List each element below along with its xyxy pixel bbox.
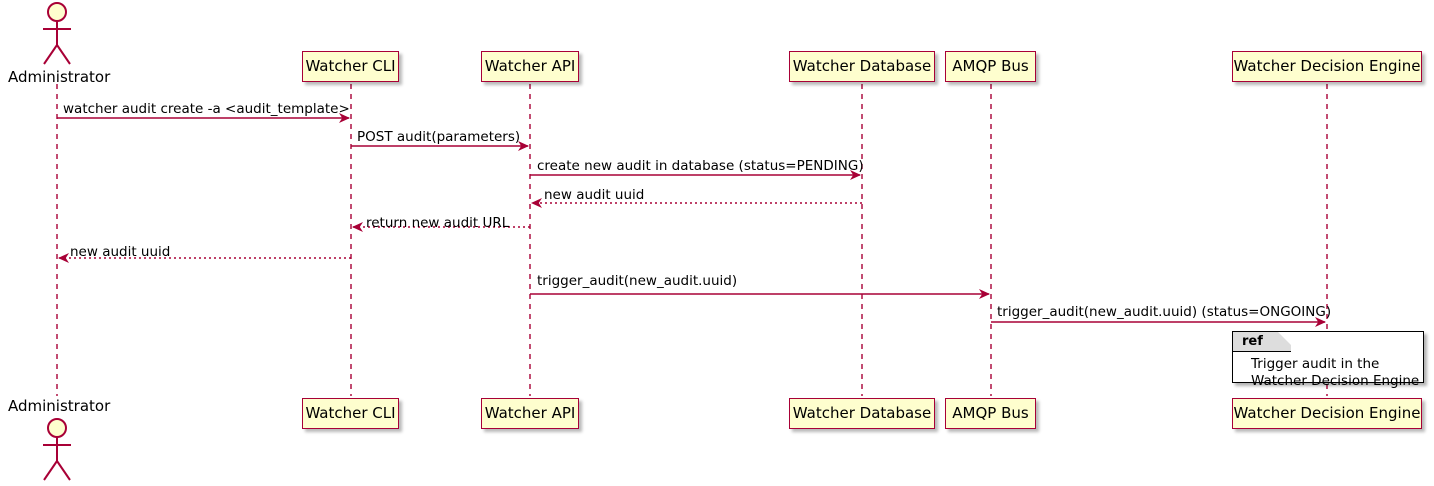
actor-label-Administrator-bottom: Administrator bbox=[8, 397, 111, 415]
ref-body-line: Trigger audit in the bbox=[1251, 356, 1380, 372]
message-label-m7: trigger_audit(new_audit.uuid) bbox=[537, 273, 738, 289]
actor-figure-Administrator-top bbox=[43, 2, 71, 65]
message-label-m8: trigger_audit(new_audit.uuid) (status=ON… bbox=[997, 304, 1332, 320]
participant-label: Watcher API bbox=[484, 57, 576, 75]
ref-body-line: Watcher Decision Engine bbox=[1251, 373, 1420, 389]
message-arrows-group bbox=[57, 113, 1326, 327]
participant-label: Watcher Decision Engine bbox=[1233, 404, 1421, 422]
message-label-m4: new audit uuid bbox=[544, 187, 645, 203]
actor-head bbox=[47, 2, 67, 22]
participant-watcher-decision-engine-bottom[interactable]: Watcher Decision Engine bbox=[1232, 398, 1422, 429]
ref-tab-label: ref bbox=[1242, 334, 1263, 349]
participant-watcher-decision-engine-top[interactable]: Watcher Decision Engine bbox=[1232, 51, 1422, 82]
participant-amqp-bus-top[interactable]: AMQP Bus bbox=[945, 51, 1036, 82]
message-label-m1: watcher audit create -a <audit_template> bbox=[63, 101, 350, 117]
participant-watcher-api-bottom[interactable]: Watcher API bbox=[481, 398, 579, 429]
message-label-m5: return new audit URL bbox=[366, 215, 510, 231]
actor-leg-right bbox=[56, 460, 71, 481]
message-label-m6: new audit uuid bbox=[70, 244, 171, 260]
participant-label: AMQP Bus bbox=[952, 57, 1029, 75]
participant-watcher-cli-bottom[interactable]: Watcher CLI bbox=[302, 398, 399, 429]
actor-leg-left bbox=[43, 44, 58, 65]
participant-label: Watcher Database bbox=[792, 404, 932, 422]
participant-label: Watcher Decision Engine bbox=[1233, 57, 1421, 75]
actor-figure-Administrator-bottom bbox=[43, 418, 71, 481]
participant-watcher-database-top[interactable]: Watcher Database bbox=[789, 51, 935, 82]
participant-amqp-bus-bottom[interactable]: AMQP Bus bbox=[945, 398, 1036, 429]
participant-watcher-api-top[interactable]: Watcher API bbox=[481, 51, 579, 82]
participant-label: Watcher CLI bbox=[305, 404, 396, 422]
actor-head bbox=[47, 418, 67, 438]
participant-label: Watcher Database bbox=[792, 57, 932, 75]
actor-label-Administrator-top: Administrator bbox=[8, 68, 111, 86]
actor-leg-left bbox=[43, 460, 58, 481]
actor-figures-group bbox=[43, 2, 71, 481]
lifelines-group bbox=[56, 84, 1328, 396]
participant-watcher-cli-top[interactable]: Watcher CLI bbox=[302, 51, 399, 82]
participant-watcher-database-bottom[interactable]: Watcher Database bbox=[789, 398, 935, 429]
message-label-m2: POST audit(parameters) bbox=[357, 129, 521, 145]
ref-tab bbox=[1233, 332, 1291, 352]
actor-leg-right bbox=[56, 44, 71, 65]
participant-label: Watcher API bbox=[484, 404, 576, 422]
message-label-m3: create new audit in database (status=PEN… bbox=[537, 158, 864, 174]
participant-label: Watcher CLI bbox=[305, 57, 396, 75]
participant-label: AMQP Bus bbox=[952, 404, 1029, 422]
